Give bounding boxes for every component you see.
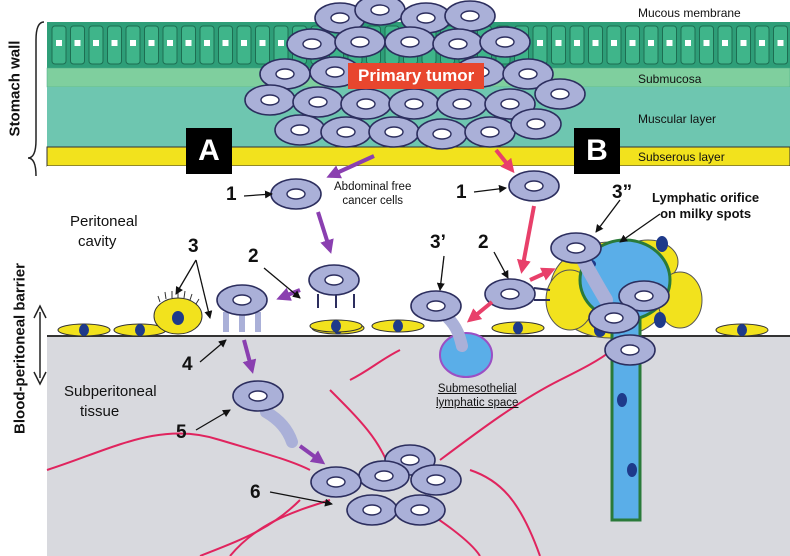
step-number-6: 6 [250,482,261,503]
label-submucosa: Submucosa [638,72,702,86]
barrier-double-arrow [33,304,47,386]
label-stomach-wall: Stomach wall [6,40,24,137]
mucosa-crypt-lumen [740,40,747,46]
red-arrows [466,148,556,323]
mucosa-crypt-lumen [204,40,210,46]
label-subserous-layer: Subserous layer [638,150,725,164]
mucosa-crypt-lumen [611,40,617,46]
mucosa-crypt-lumen [74,40,81,46]
mucosa-crypt-lumen [167,40,173,46]
step-number-3-double-prime: 3” [612,182,633,203]
mucosa-crypt-lumen [111,40,118,46]
purple-arrows [242,154,375,465]
label-abdominal-free-cancer-cells: Abdominal free cancer cells [334,180,411,208]
step-number-2-b: 2 [478,232,489,253]
mucosa-crypt-lumen [574,40,580,46]
mucosa-crypt-lumen [222,40,229,46]
box-label-b: B [574,128,620,174]
step-number-5: 5 [176,422,187,443]
attached-cell-a [308,264,363,333]
mucosa-crypt-lumen [648,40,654,46]
mucosa-crypt-lumen [555,40,562,46]
mucosa-crypt-lumen [759,40,765,46]
label-peritoneal-cavity-line2: cavity [78,233,117,250]
free-cancer-cell-a [270,178,322,210]
label-mucous-membrane: Mucous membrane [638,6,741,20]
mucosa-crypt-lumen [685,40,691,46]
pointer-arrows [175,184,661,507]
lymph-vessels [46,349,613,556]
label-peritoneal-cavity: Peritoneal cavity [70,212,138,252]
label-lymphatic-orifice: Lymphatic orifice on milky spots [652,190,759,222]
label-submesothelial-lymphatic-space: Submesothelial lymphatic space [436,382,518,410]
mucosa-crypt-lumen [537,40,543,46]
step-number-3: 3 [188,236,199,257]
box-label-a: A [186,128,232,174]
mucosa-crypt-lumen [259,40,266,46]
primary-tumor-label: Primary tumor [348,63,485,89]
mucosa-crypt-lumen [629,40,636,46]
mucosa-crypt-lumen [241,40,247,46]
mucosa-crypt-lumen [185,40,192,46]
step-number-3-prime: 3’ [430,232,446,253]
migrating-cell-3prime [410,290,468,352]
mucosa-crypt-lumen [130,40,136,46]
label-orifice-line2: on milky spots [660,206,752,221]
free-cancer-cell-b [508,170,560,202]
label-submeso-line1: Submesothelial [437,383,517,395]
attached-cell-b [216,284,268,332]
mucosa-crypt-lumen [93,40,99,46]
label-submeso-line2: lymphatic space [436,397,519,409]
mucosa-crypt-lumen [592,40,599,46]
submesothelial-lymphatic-space [439,332,493,378]
step-number-1-b: 1 [456,182,467,203]
step-number-1-a: 1 [226,184,237,205]
label-free-cells-line2: cancer cells [342,195,404,207]
mucosa-crypt-lumen [666,40,673,46]
label-peritoneal-cavity-line1: Peritoneal [70,213,138,230]
step-number-4: 4 [182,354,193,375]
mucosa-crypt-lumen [777,40,784,46]
invading-cell-5 [232,380,298,448]
mucosa-crypt-lumen [278,40,284,46]
mucosa-crypt-lumen [703,40,710,46]
label-subperitoneal-tissue: Subperitoneal tissue [64,382,157,422]
label-free-cells-line1: Abdominal free [334,181,412,193]
step-number-2-a: 2 [248,246,259,267]
mucosa-crypt-lumen [148,40,155,46]
label-orifice-line1: Lymphatic orifice [652,190,760,205]
orifice-cell-3dprime [550,232,613,307]
label-muscular-layer: Muscular layer [638,112,717,126]
label-blood-peritoneal-barrier: Blood-peritoneal barrier [11,263,29,434]
mucosa-crypt-lumen [56,40,62,46]
mucosa-crypt-lumen [722,40,728,46]
stomach-wall-bracket [27,21,45,177]
retracted-mesothelial-cell [153,290,203,335]
label-subperitoneal-line1: Subperitoneal [64,383,157,400]
attaching-cell-2b [484,278,551,310]
label-subperitoneal-line2: tissue [80,403,120,420]
